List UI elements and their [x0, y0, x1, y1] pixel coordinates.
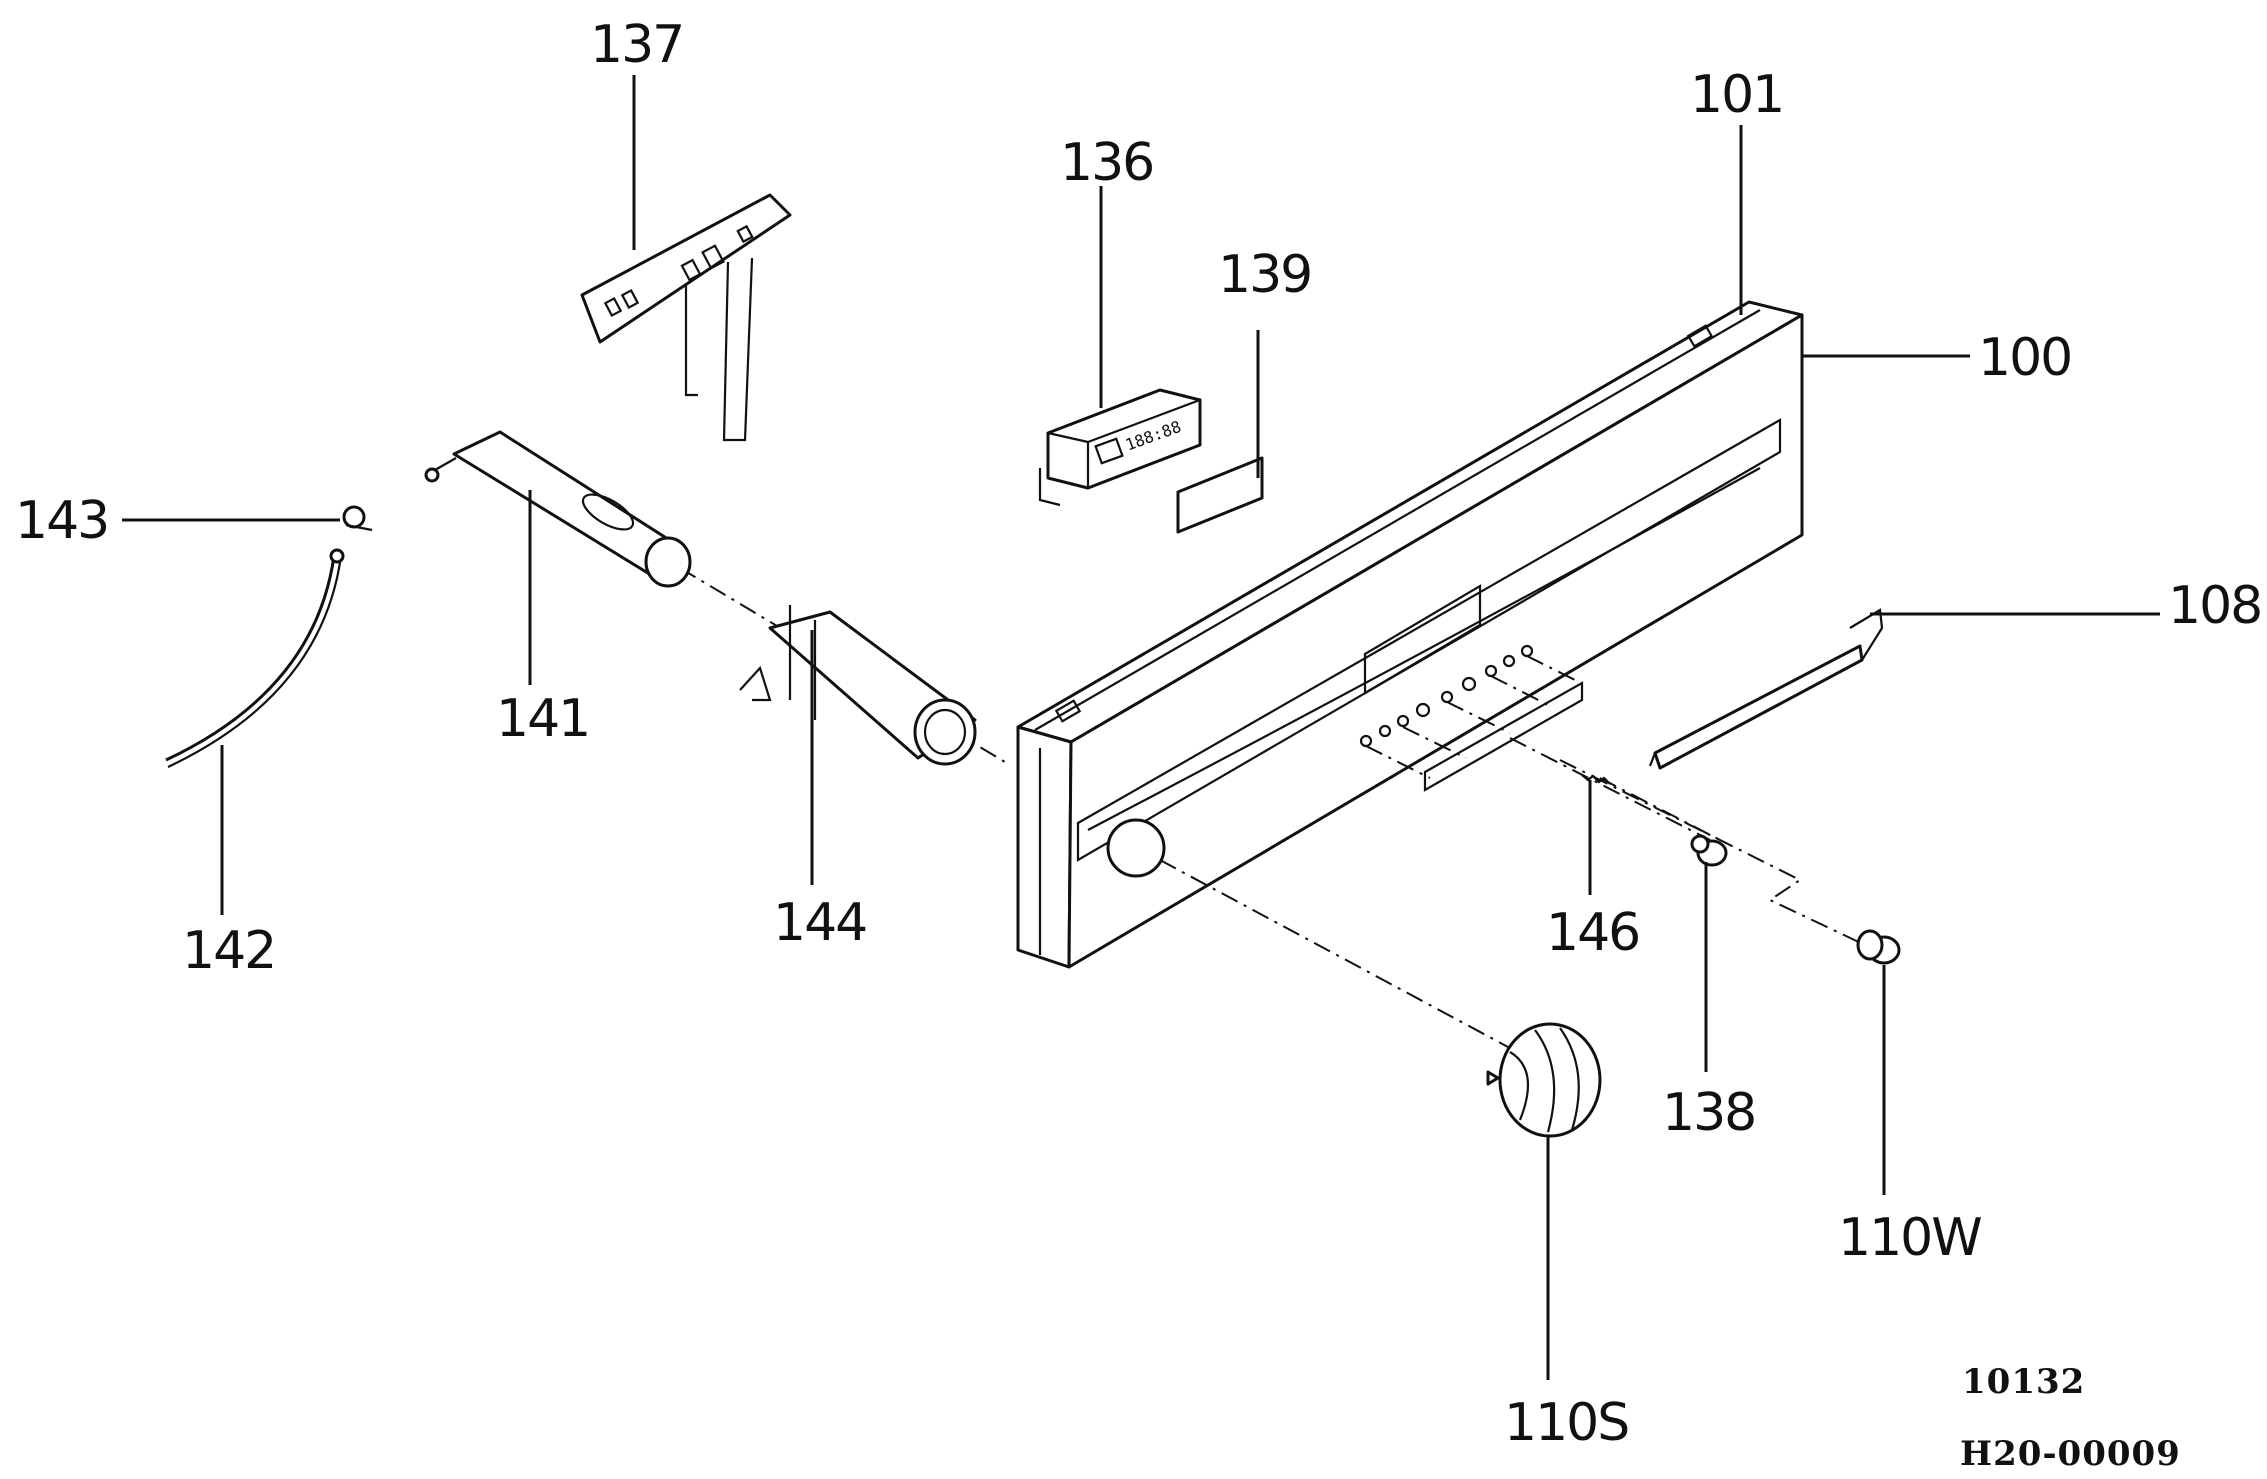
button-row: [1359, 644, 1584, 792]
lamp-socket-part-144: [739, 605, 977, 766]
label-100: 100: [1978, 328, 2071, 388]
strip-part-108: [1648, 608, 1884, 770]
clip-part-143: [342, 505, 373, 532]
label-144: 144: [773, 893, 866, 953]
button-part-138: [1690, 834, 1728, 867]
spring-part-146: [1581, 774, 1611, 785]
circuit-board-part-137: [580, 193, 792, 442]
knob-part-110S: [1486, 1022, 1602, 1138]
label-101: 101: [1690, 65, 1783, 125]
control-panel-part-100: [1016, 300, 1804, 969]
lamp-holder-part-141: [424, 430, 692, 588]
reference-code: H20-00009: [1960, 1434, 2181, 1474]
label-142: 142: [182, 921, 275, 981]
label-138: 138: [1662, 1083, 1755, 1143]
label-137: 137: [590, 15, 683, 75]
button-part-110W: [1856, 929, 1901, 965]
label-plate-part-139: [1176, 456, 1264, 534]
label-141: 141: [496, 689, 589, 749]
cable-part-142: [165, 548, 345, 768]
leader-lines: [122, 75, 2160, 1380]
label-146: 146: [1546, 903, 1639, 963]
label-136: 136: [1060, 133, 1153, 193]
drawing-number: 10132: [1962, 1362, 2085, 1402]
display-module-part-136: 188:88: [1038, 388, 1202, 507]
label-143: 143: [15, 491, 108, 551]
label-108: 108: [2168, 576, 2261, 636]
label-110S: 110S: [1504, 1393, 1628, 1453]
label-110W: 110W: [1838, 1208, 1981, 1268]
label-139: 139: [1218, 245, 1311, 305]
